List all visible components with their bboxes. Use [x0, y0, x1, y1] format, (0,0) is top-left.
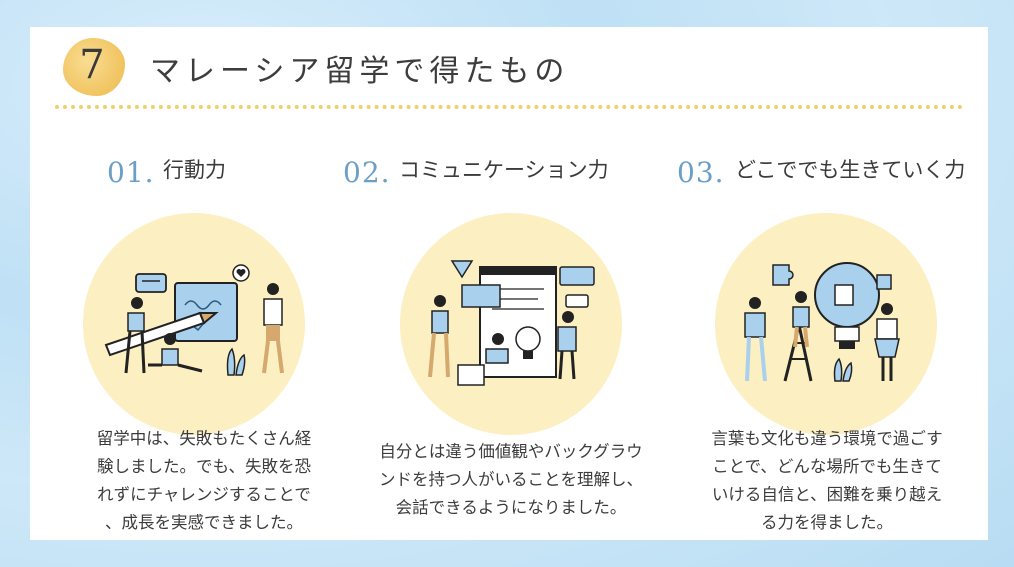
- column-2-description: 自分とは違う価値観やバックグラウ ンドを持つ人がいることを理解し、 会話できるよ…: [370, 438, 652, 522]
- communication-illustration: [428, 260, 595, 386]
- person-right: [874, 303, 900, 381]
- description-line: 験しました。でも、失敗を恐: [96, 457, 311, 476]
- plant-icon: [833, 357, 853, 382]
- description-line: ンドを持つ人がいることを理解し、: [379, 470, 643, 489]
- column-2-label: コミュニケーション力: [399, 158, 609, 182]
- description-line: 会話できるようになりました。: [395, 498, 627, 517]
- column-1-number: 01.: [107, 156, 155, 189]
- description-line: 言葉も文化も違う環境で過ごす: [711, 429, 943, 448]
- plant-icon: [226, 347, 246, 376]
- person-right: [262, 283, 284, 374]
- description-line: いける自信と、困難を乗り越え: [711, 485, 943, 504]
- resilience-illustration: [744, 262, 900, 382]
- description-line: 留学中は、失敗もたくさん経: [96, 429, 312, 448]
- page-title: マレーシア留学で得たもの: [150, 54, 570, 89]
- person-sitting: [457, 333, 509, 386]
- description-line: 、成長を実感できました。: [105, 513, 303, 532]
- person-left: [428, 295, 450, 378]
- person-ladder: [792, 291, 810, 348]
- lightbulb-icon: [814, 262, 880, 349]
- description-line: 自分とは違う価値観やバックグラウ: [379, 442, 643, 461]
- column-2-number: 02.: [343, 156, 391, 189]
- chat-bubble-icon: [559, 266, 595, 286]
- person-sitting: [148, 333, 203, 373]
- description-line: る力を得ました。: [761, 513, 893, 532]
- description-line: ことで、どんな場所でも生きて: [712, 457, 942, 476]
- column-3-number: 03.: [677, 156, 725, 189]
- heart-icon: [232, 264, 250, 282]
- column-3-label: どこででも生きていく力: [735, 158, 966, 182]
- person-right: [557, 311, 577, 380]
- chat-bubble-icon: [135, 273, 167, 293]
- person-left: [124, 297, 146, 374]
- column-3-description: 言葉も文化も違う環境で過ごす ことで、どんな場所でも生きて いける自信と、困難を…: [693, 425, 961, 537]
- person-left: [744, 297, 767, 382]
- lightbulb-icon: [515, 326, 541, 359]
- dotted-divider: [55, 105, 963, 109]
- section-number-badge: 7: [63, 38, 125, 96]
- section-number: 7: [79, 42, 105, 88]
- column-1-label: 行動力: [163, 158, 226, 182]
- description-line: れずにチャレンジすることで: [97, 485, 311, 504]
- puzzle-piece-icon: [772, 264, 892, 306]
- column-1-description: 留学中は、失敗もたくさん経 験しました。でも、失敗を恐 れずにチャレンジすること…: [74, 425, 334, 537]
- pencil-icon: [104, 311, 219, 357]
- action-illustration: [104, 264, 284, 376]
